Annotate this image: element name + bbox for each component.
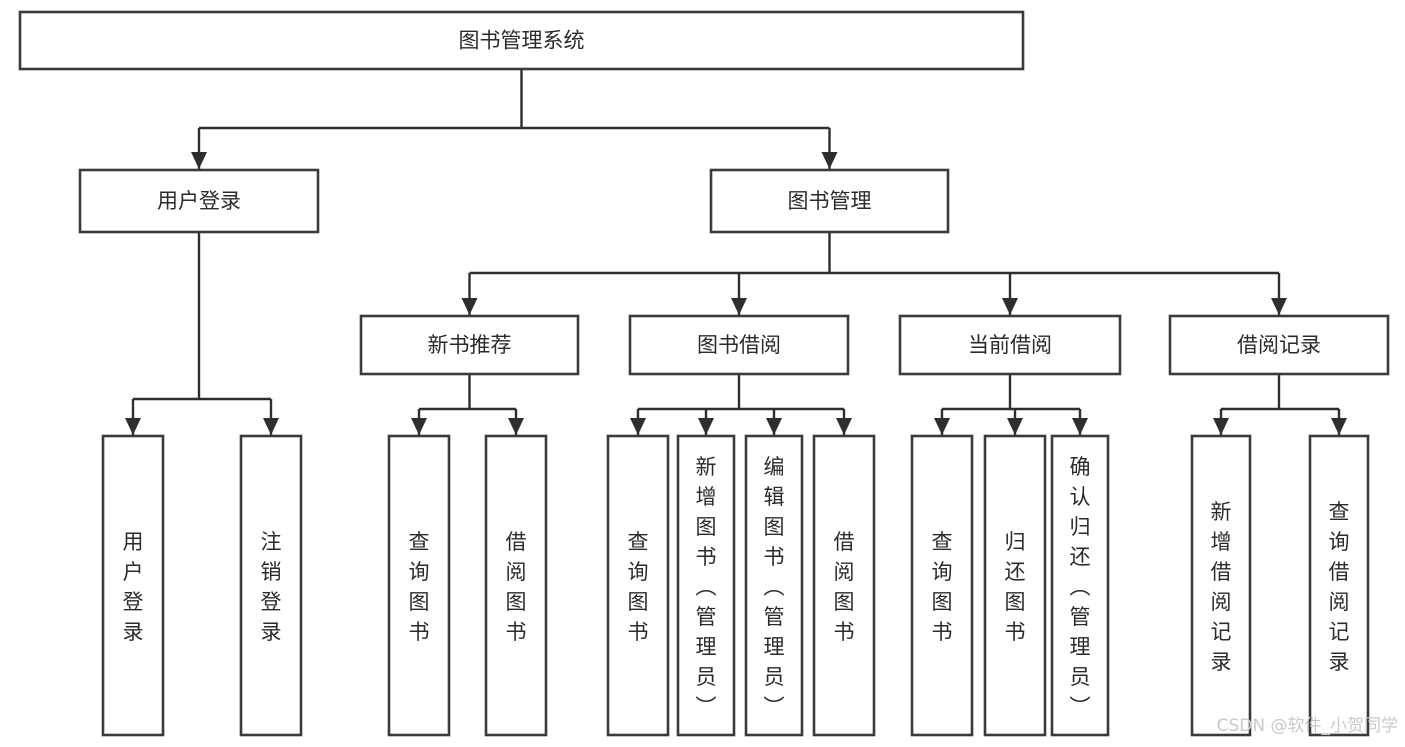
node-l3-book-borrow[interactable]: 图书借阅	[628, 314, 850, 376]
connector-arrowhead	[821, 152, 838, 169]
node-box	[1308, 434, 1370, 737]
node-l4-user-login[interactable]: 用户登录	[101, 434, 165, 737]
connector-arrowhead	[1007, 418, 1023, 435]
node-l2-book-mgmt[interactable]: 图书管理	[709, 168, 950, 234]
node-l4-borrow-book-a[interactable]: 借阅图书	[484, 434, 548, 737]
csdn-watermark: CSDN @软件_小贺同学	[1217, 716, 1398, 736]
node-box	[709, 168, 950, 234]
connector-arrowhead	[508, 418, 524, 435]
connector-arrowhead	[1213, 418, 1229, 435]
node-label: 新增图书︵管理员︶	[696, 455, 717, 719]
node-label: 查询图书	[409, 530, 430, 644]
node-box	[628, 314, 850, 376]
node-box	[812, 434, 876, 737]
node-box	[1190, 434, 1252, 737]
node-box	[101, 434, 165, 737]
node-label: 新增借阅记录	[1211, 500, 1232, 674]
node-box	[387, 434, 451, 737]
connector-arrowhead	[191, 152, 207, 169]
connector-arrowhead	[630, 418, 646, 435]
node-l3-new-book-rec[interactable]: 新书推荐	[359, 314, 580, 376]
connector-arrowhead	[411, 418, 427, 435]
connector-arrowhead	[263, 418, 279, 435]
node-l4-edit-book-admin[interactable]: 编辑图书︵管理员︶	[744, 434, 804, 737]
connector-arrowhead	[1331, 418, 1347, 435]
node-label: 图书借阅	[697, 333, 781, 357]
node-label: 编辑图书︵管理员︶	[764, 455, 785, 719]
node-label: 归还图书	[1005, 530, 1026, 644]
node-l4-query-book-b[interactable]: 查询图书	[606, 434, 670, 737]
node-l4-query-book-c[interactable]: 查询图书	[910, 434, 974, 737]
node-box	[744, 434, 804, 737]
connector-arrowhead	[1271, 298, 1287, 315]
node-label: 查询图书	[628, 530, 649, 644]
node-label: 图书管理系统	[459, 29, 585, 53]
node-box	[606, 434, 670, 737]
node-label: 确认归还︵管理员︶	[1070, 455, 1091, 719]
node-label: 用户登录	[157, 189, 241, 213]
node-box	[18, 10, 1025, 71]
node-l4-user-logout[interactable]: 注销登录	[239, 434, 303, 737]
node-label: 查询图书	[932, 530, 953, 644]
node-box	[484, 434, 548, 737]
node-box	[78, 168, 320, 234]
connector-arrowhead	[836, 418, 852, 435]
node-root[interactable]: 图书管理系统	[18, 10, 1025, 71]
node-box	[239, 434, 303, 737]
node-label: 借阅图书	[834, 530, 855, 644]
connector-arrowhead	[1072, 418, 1088, 435]
connector-arrowhead	[698, 418, 714, 435]
node-l4-return-book[interactable]: 归还图书	[983, 434, 1047, 737]
node-box	[1050, 434, 1110, 737]
connector-arrowhead	[934, 418, 950, 435]
node-l4-add-borrow-record[interactable]: 新增借阅记录	[1190, 434, 1252, 737]
node-label: 查询借阅记录	[1329, 500, 1350, 674]
node-l4-borrow-book-b[interactable]: 借阅图书	[812, 434, 876, 737]
node-label: 用户登录	[123, 530, 144, 644]
node-l4-query-borrow-record[interactable]: 查询借阅记录	[1308, 434, 1370, 737]
node-l2-user-login[interactable]: 用户登录	[78, 168, 320, 234]
connector-arrowhead	[731, 298, 747, 315]
nodes-layer: 图书管理系统用户登录图书管理新书推荐图书借阅当前借阅借阅记录用户登录注销登录查询…	[18, 10, 1390, 737]
node-label: 借阅图书	[506, 530, 527, 644]
node-box	[898, 314, 1122, 376]
node-l4-confirm-return-admin[interactable]: 确认归还︵管理员︶	[1050, 434, 1110, 737]
node-box	[1168, 314, 1390, 376]
node-label: 注销登录	[261, 530, 282, 644]
node-l3-current-borrow[interactable]: 当前借阅	[898, 314, 1122, 376]
node-label: 新书推荐	[428, 333, 512, 357]
node-box	[359, 314, 580, 376]
node-box	[676, 434, 736, 737]
connector-arrowhead	[1002, 298, 1018, 315]
node-label: 借阅记录	[1237, 333, 1321, 357]
connector-arrowhead	[766, 418, 782, 435]
node-l4-query-book-a[interactable]: 查询图书	[387, 434, 451, 737]
node-label: 图书管理	[788, 189, 872, 213]
node-box	[910, 434, 974, 737]
node-box	[983, 434, 1047, 737]
node-label: 当前借阅	[968, 333, 1052, 357]
connector-arrowhead	[125, 418, 141, 435]
edges-layer	[125, 69, 1347, 435]
connector-arrowhead	[461, 298, 478, 315]
node-l4-add-book-admin[interactable]: 新增图书︵管理员︶	[676, 434, 736, 737]
node-l3-borrow-record[interactable]: 借阅记录	[1168, 314, 1390, 376]
